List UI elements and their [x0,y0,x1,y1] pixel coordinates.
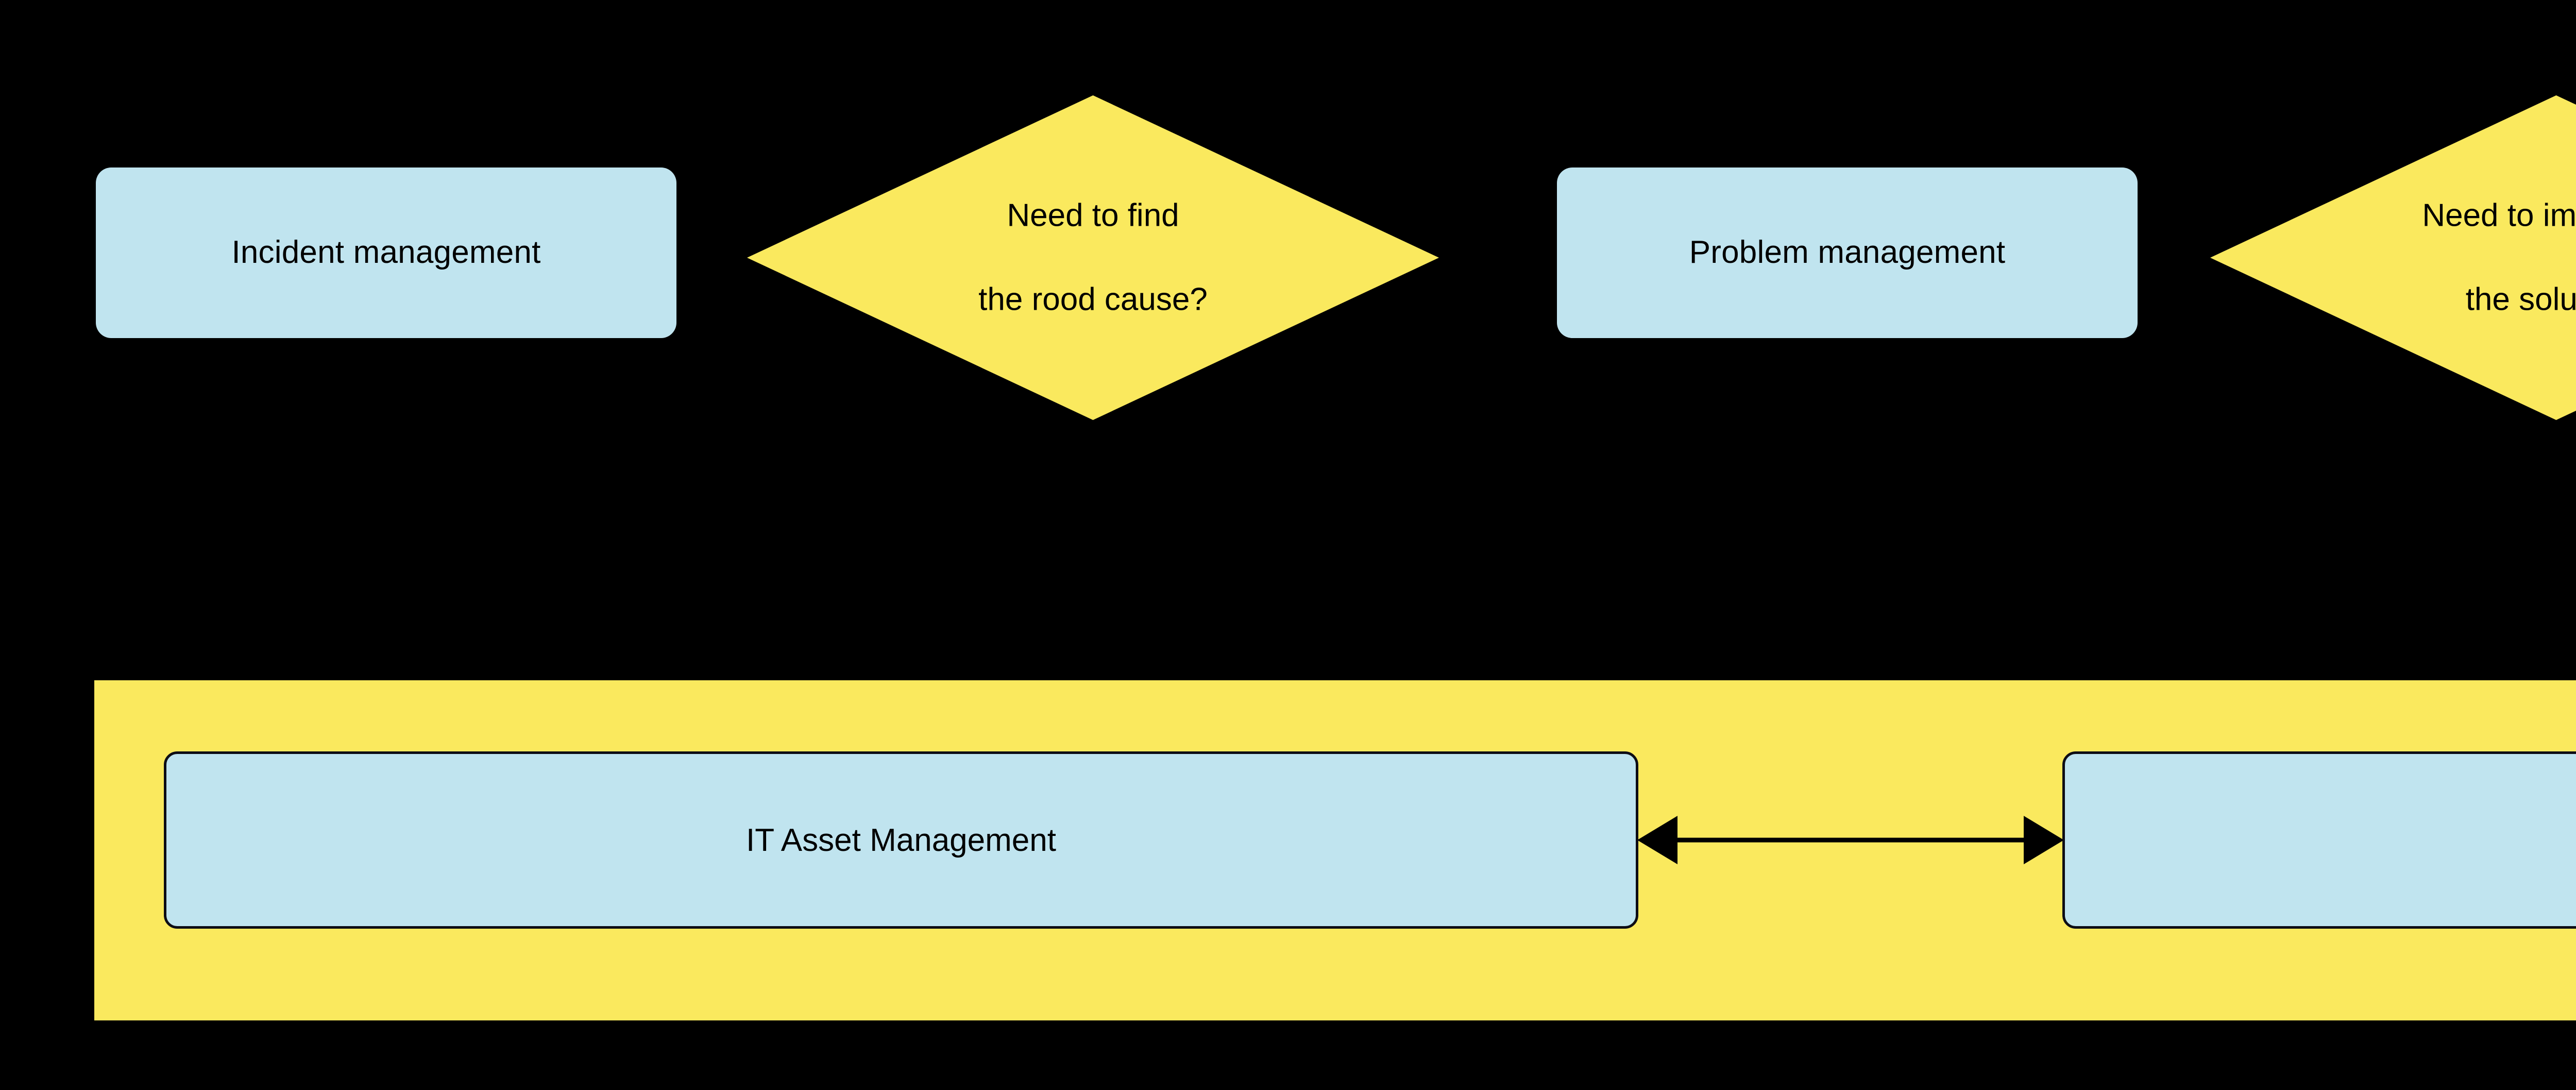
diamond-shape-icon [2210,95,2576,420]
process-node-incident-management[interactable]: Incident management [96,167,676,338]
decision-node-need-implement-solution[interactable]: Need to implement the solution? [2210,95,2576,420]
process-node-cmdb[interactable]: CMDB [2062,751,2576,929]
process-node-label: Incident management [231,234,541,271]
double-headed-arrow-icon [1637,816,2064,864]
process-node-it-asset-management[interactable]: IT Asset Management [164,751,1638,929]
process-node-label: Problem management [1689,234,2006,271]
decision-node-need-root-cause[interactable]: Need to find the rood cause? [747,95,1439,420]
process-node-label: IT Asset Management [746,822,1056,858]
diamond-shape-icon [747,95,1439,420]
foundation-band: IT Asset Management CMDB [94,680,2576,1020]
process-node-problem-management[interactable]: Problem management [1557,167,2138,338]
